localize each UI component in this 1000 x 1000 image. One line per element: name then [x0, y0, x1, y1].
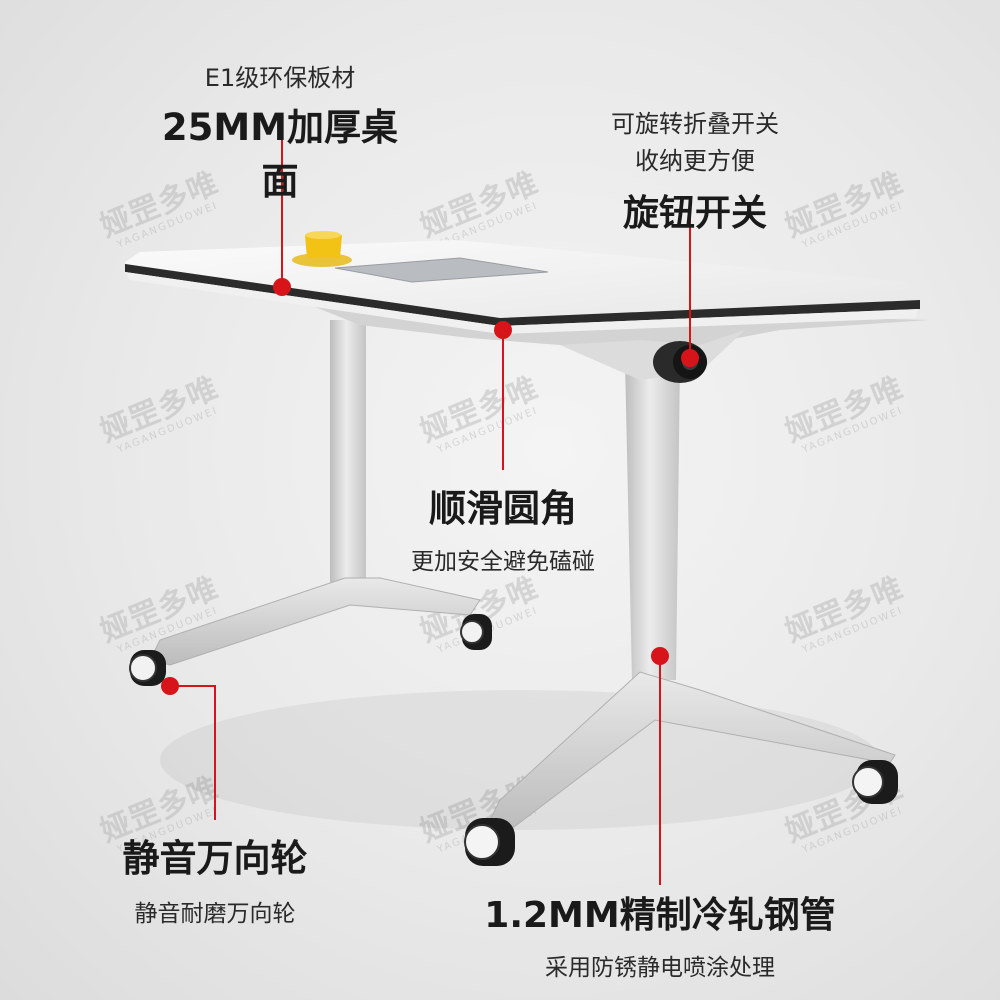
leader-lines: [170, 140, 691, 885]
pointer-dot-icon: [651, 647, 669, 665]
coffee-cup: [292, 231, 352, 267]
feature-caster: 静音万向轮 静音耐磨万向轮: [100, 828, 330, 928]
front-base: [484, 671, 896, 831]
feature-knob-line2: 收纳更方便: [635, 147, 755, 175]
rear-leg: [330, 320, 366, 585]
feature-knob-line1: 可旋转折叠开关: [611, 110, 779, 138]
feature-steel-tube-subtitle: 采用防锈静电喷涂处理: [545, 955, 775, 981]
feature-caster-subtitle: 静音耐磨万向轮: [134, 901, 296, 927]
pointer-dot-icon: [681, 349, 699, 367]
tabletop-underside: [125, 272, 918, 334]
feature-knob-title: 旋钮开关: [622, 193, 767, 234]
knob-switch: [653, 341, 707, 383]
feature-knob: 可旋转折叠开关 收纳更方便 旋钮开关: [580, 104, 810, 236]
caster-front-left: [464, 818, 515, 866]
laptop: [334, 257, 549, 283]
front-leg: [625, 360, 680, 680]
feature-tabletop-subtitle: E1级环保板材: [204, 64, 356, 92]
rear-base: [149, 577, 481, 666]
feature-tabletop: E1级环保板材 25MM加厚桌面: [150, 58, 410, 205]
pointer-dot-icon: [494, 321, 512, 339]
feature-steel-tube-title: 1.2MM精制冷轧钢管: [484, 895, 836, 936]
feature-corner: 顺滑圆角 更加安全避免磕碰: [370, 478, 636, 576]
feature-corner-subtitle: 更加安全避免磕碰: [411, 549, 595, 575]
caster-front-right: [852, 760, 898, 804]
feature-corner-title: 顺滑圆角: [429, 487, 577, 530]
feature-steel-tube: 1.2MM精制冷轧钢管 采用防锈静电喷涂处理: [480, 886, 840, 982]
caster-rear-left: [129, 650, 166, 686]
pointer-dot-icon: [161, 677, 179, 695]
feature-caster-title: 静音万向轮: [122, 837, 308, 880]
pointer-dot-icon: [273, 278, 291, 296]
tabletop-edge: [125, 264, 920, 326]
caster-rear-right: [460, 614, 492, 650]
feature-tabletop-title: 25MM加厚桌面: [161, 106, 399, 203]
